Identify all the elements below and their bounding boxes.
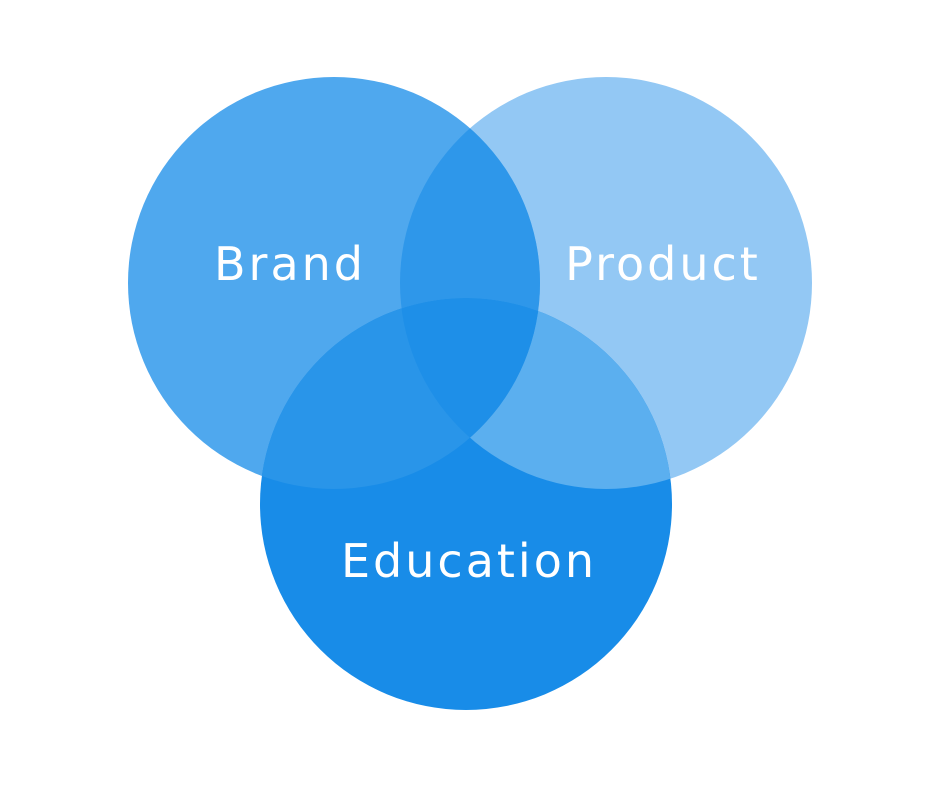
product-label: Product — [565, 237, 761, 291]
all-overlap — [400, 298, 540, 489]
education-label: Education — [341, 534, 597, 588]
brand-label: Brand — [214, 237, 366, 291]
